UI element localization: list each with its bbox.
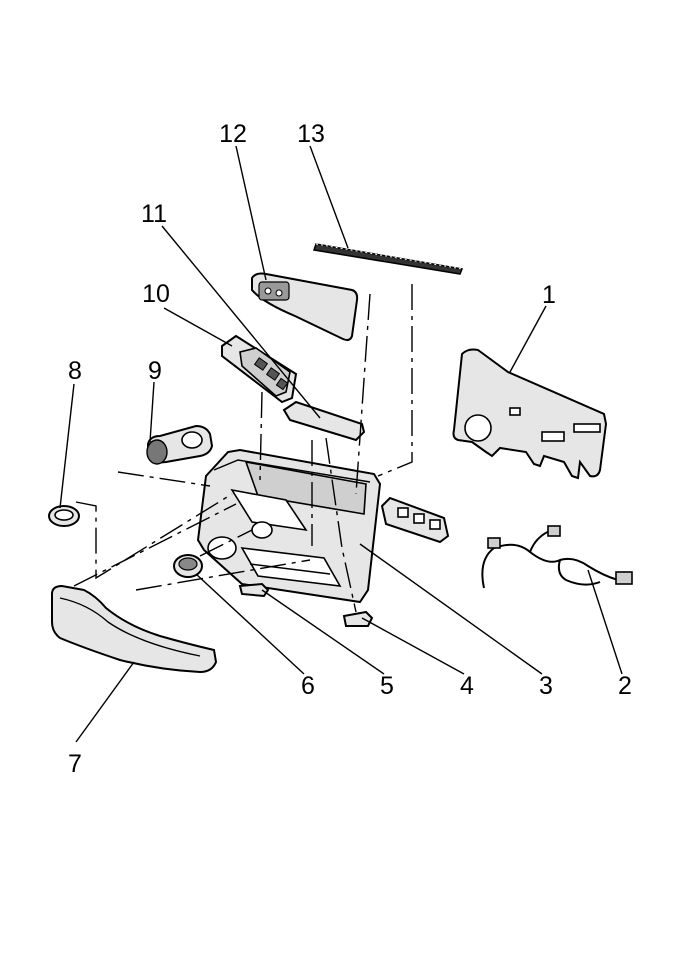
part-3-switch-panel	[380, 496, 450, 544]
part-13-weatherstrip	[313, 243, 464, 275]
callout-4: 4	[460, 672, 474, 700]
part-9-inside-handle	[146, 424, 214, 465]
part-12-upper-trim-panel	[251, 272, 359, 341]
callout-7: 7	[68, 750, 82, 778]
callout-8: 8	[68, 357, 82, 385]
part-7-lower-trim	[51, 584, 218, 674]
callout-labels: 1 2 3 4 5 6 7 8 9 10 11 12 13	[68, 120, 632, 778]
part-10-switch-bezel	[221, 334, 298, 404]
callout-9: 9	[148, 357, 162, 385]
callout-3: 3	[539, 672, 553, 700]
door-trim-panel	[196, 448, 382, 604]
part-4-clip	[342, 610, 374, 627]
callout-2: 2	[618, 672, 632, 700]
callout-11: 11	[141, 200, 167, 228]
callout-12: 12	[219, 120, 247, 148]
callout-5: 5	[380, 672, 394, 700]
part-8-plug	[48, 505, 80, 527]
callout-10: 10	[142, 280, 170, 308]
callout-13: 13	[297, 120, 325, 148]
part-6-speaker	[173, 554, 203, 578]
part-11-armrest-pad	[282, 400, 366, 442]
leader-lines	[59, 145, 623, 743]
callout-1: 1	[542, 281, 556, 309]
part-2-wiring-harness	[481, 525, 633, 589]
part-5-clip	[238, 582, 270, 598]
part-1-water-deflector	[452, 348, 608, 480]
callout-6: 6	[301, 672, 315, 700]
alignment-lines	[73, 284, 413, 613]
